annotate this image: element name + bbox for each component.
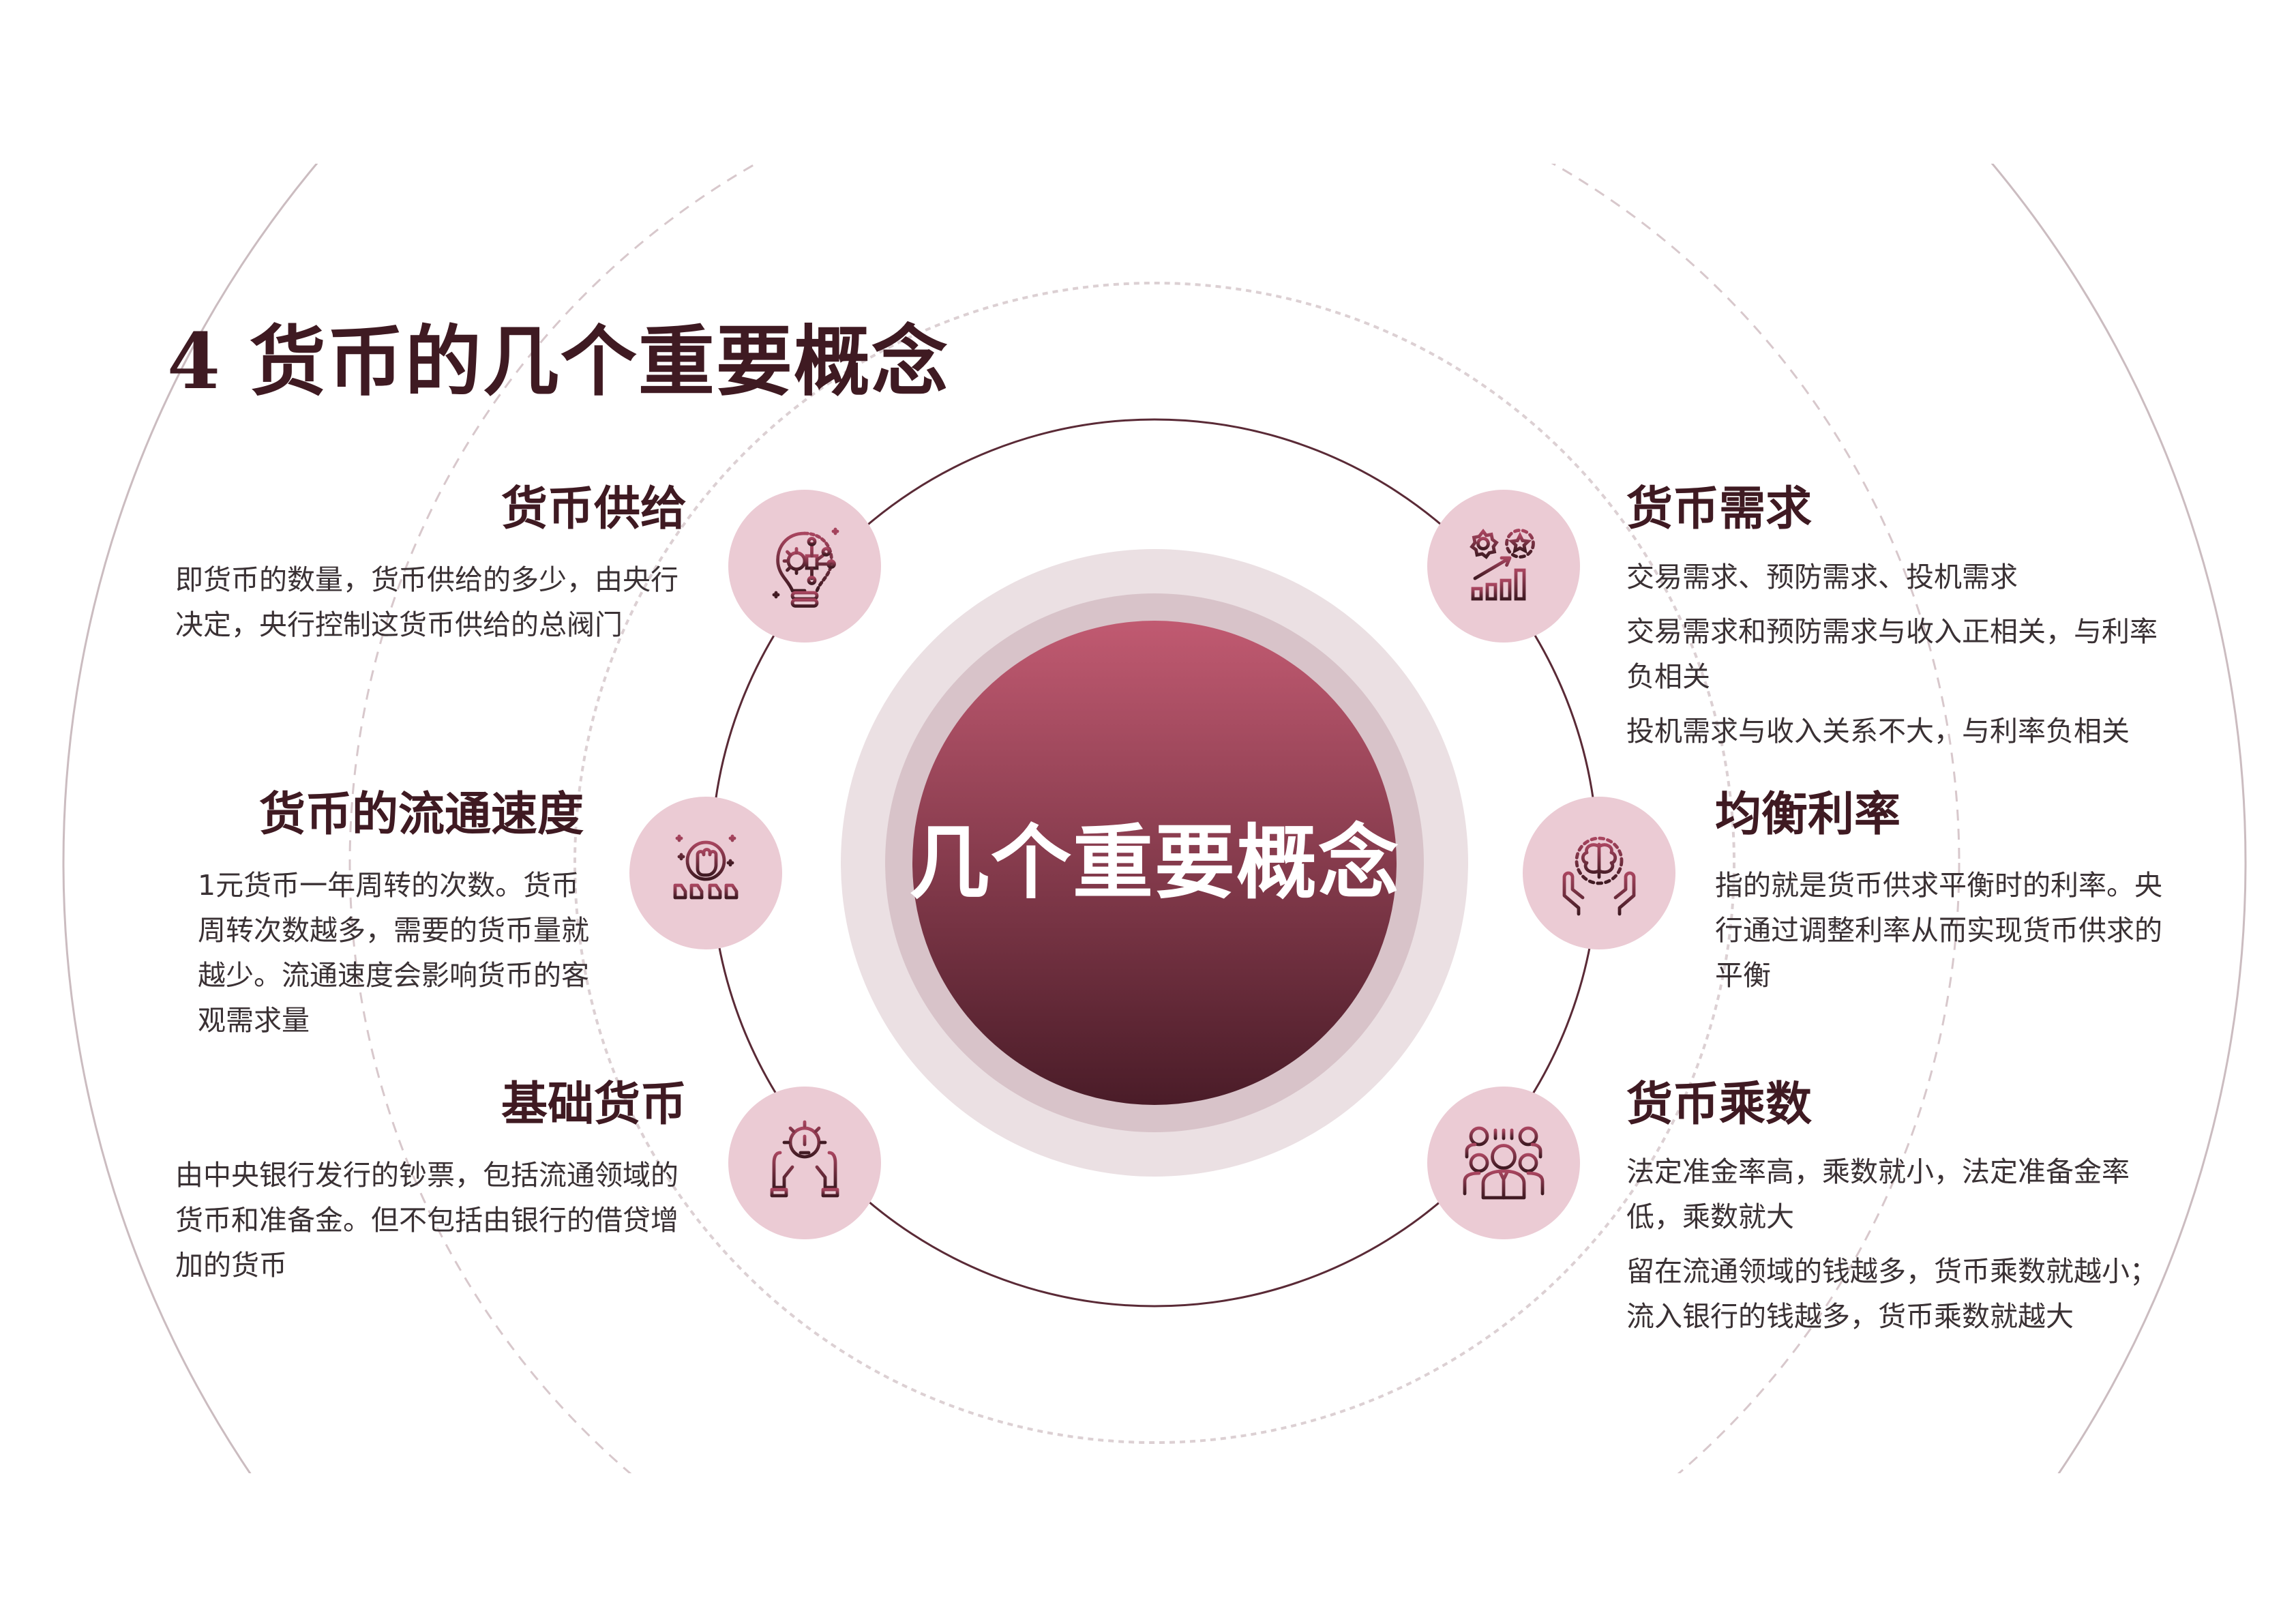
money-demand-title: 货币需求 [1626,482,1813,536]
velocity-text: 1元货币一年周转的次数。货币周转次数越多，需要的货币量就越少。流通速度会影响货币… [198,869,589,1037]
raised-fist-hands-icon [673,834,739,900]
equilibrium-rate-icon-badge [1523,797,1675,949]
hands-brain-icon [1562,836,1636,916]
velocity-title: 货币的流通速度 [259,787,584,842]
center-label: 几个重要概念 [908,815,1400,910]
money-supply-title: 货币供给 [501,482,687,536]
equilibrium-rate-text: 指的就是货币供求平衡时的利率。央行通过调整利率从而实现货币供求的平衡 [1715,869,2162,992]
base-money-text: 由中央银行发行的钞票，包括流通领域的货币和准备金。但不包括由银行的借贷增加的货币 [175,1159,679,1282]
money-supply-text: 即货币的数量，货币供给的多少，由央行决定，央行控制这货币供给的总阀门 [175,563,679,641]
money-demand-text-1: 交易需求、预防需求、投机需求 [1626,561,2018,593]
equilibrium-rate-title: 均衡利率 [1715,787,1901,842]
money-multiplier-icon-badge [1427,1087,1580,1239]
hands-lightbulb-gear-icon [770,1120,839,1198]
center-circle [912,621,1397,1105]
money-multiplier-text-2: 留在流通领域的钱越多，货币乘数就越小；流入银行的钱越多，货币乘数就越大 [1626,1255,2158,1333]
mid-dashed-circle [573,282,1735,1444]
money-supply-icon-badge [728,490,881,643]
money-demand-icon-badge [1427,490,1580,643]
money-demand-text-2: 交易需求和预防需求与收入正相关，与利率负相关 [1626,615,2158,693]
base-money-title: 基础货币 [501,1077,687,1132]
outer-dashed-arc [348,164,1960,1473]
money-multiplier-title: 货币乘数 [1626,1077,1813,1132]
outer-solid-arc [62,164,2247,1473]
velocity-description: 1元货币一年周转的次数。货币周转次数越多，需要的货币量就越少。流通速度会影响货币… [198,863,600,1043]
group-people-icon [1463,1126,1545,1200]
gear-star-growth-chart-icon [1470,529,1535,601]
equilibrium-rate-description: 指的就是货币供求平衡时的利率。央行通过调整利率从而实现货币供求的平衡 [1715,863,2179,998]
lightbulb-gear-circuit-icon [772,527,839,608]
base-money-description: 由中央银行发行的钞票，包括流通领域的货币和准备金。但不包括由银行的借贷增加的货币 [175,1153,694,1288]
money-multiplier-text-1: 法定准金率高，乘数就小，法定准备金率低，乘数就大 [1626,1155,2130,1233]
money-multiplier-description: 法定准金率高，乘数就小，法定准备金率低，乘数就大 留在流通领域的钱越多，货币乘数… [1626,1149,2179,1339]
money-demand-text-3: 投机需求与收入关系不大，与利率负相关 [1626,715,2130,748]
page-title: 4 货币的几个重要概念 [167,317,949,407]
velocity-icon-badge [629,797,782,949]
money-demand-description: 交易需求、预防需求、投机需求 交易需求和预防需求与收入正相关，与利率负相关 投机… [1626,555,2165,754]
base-money-icon-badge [728,1087,881,1239]
money-supply-description: 即货币的数量，货币供给的多少，由央行决定，央行控制这货币供给的总阀门 [175,557,694,647]
